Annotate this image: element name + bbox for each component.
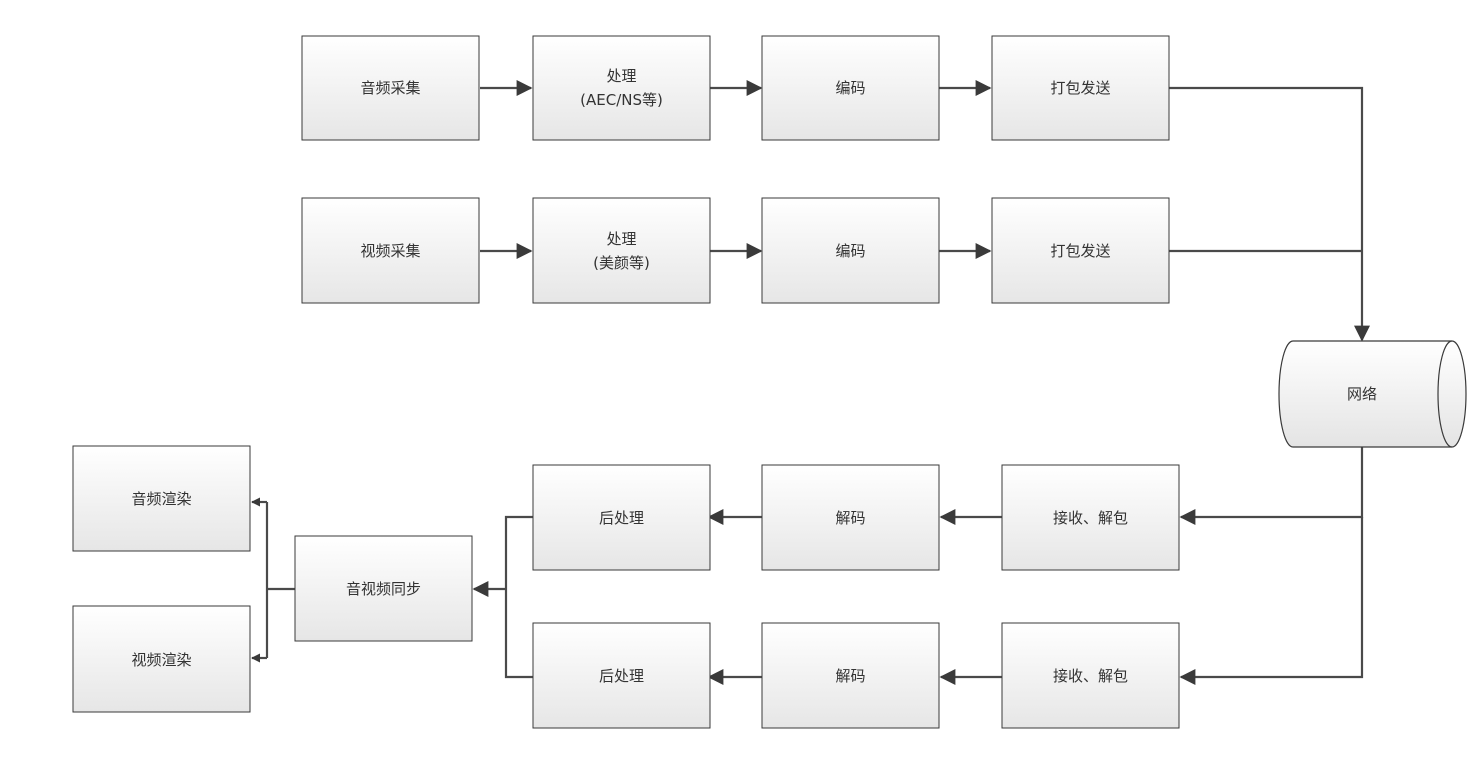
node-audio-send: 打包发送 xyxy=(991,35,1170,141)
node-network: 网络 xyxy=(1278,340,1467,448)
node-label-line2: (AEC/NS等) xyxy=(580,91,663,109)
node-video-encode: 编码 xyxy=(761,197,940,304)
node-label: 解码 xyxy=(835,509,865,527)
node-label: 后处理 xyxy=(599,509,644,527)
node-label: 编码 xyxy=(835,79,865,97)
node-label-line1: 处理 xyxy=(606,230,636,248)
node-label: 编码 xyxy=(835,242,865,260)
node-audio-capture: 音频采集 xyxy=(301,35,480,141)
node-audio-render: 音频渲染 xyxy=(72,445,251,552)
connector-audio-send-to-network xyxy=(1169,86,1370,342)
node-label: 后处理 xyxy=(599,667,644,685)
node-label: 音频采集 xyxy=(360,79,420,97)
node-recv1: 接收、解包 xyxy=(1001,464,1180,571)
node-video-process: 处理 (美颜等) xyxy=(532,197,711,304)
node-postproc1: 后处理 xyxy=(532,464,711,571)
node-audio-encode: 编码 xyxy=(761,35,940,141)
node-label-line1: 处理 xyxy=(606,67,636,85)
connector-network-to-recv1 xyxy=(1179,447,1364,525)
node-postproc2: 后处理 xyxy=(532,622,711,729)
node-label: 视频采集 xyxy=(360,242,420,260)
node-label: 音视频同步 xyxy=(346,580,421,598)
node-label: 打包发送 xyxy=(1050,242,1110,260)
node-audio-process: 处理 (AEC/NS等) xyxy=(532,35,711,141)
node-label: 接收、解包 xyxy=(1053,667,1128,685)
node-label: 网络 xyxy=(1347,385,1377,403)
node-label: 视频渲染 xyxy=(131,651,191,669)
node-label: 接收、解包 xyxy=(1053,509,1128,527)
node-av-sync: 音视频同步 xyxy=(294,535,473,642)
node-video-send: 打包发送 xyxy=(991,197,1170,304)
node-label: 解码 xyxy=(835,667,865,685)
node-label: 音频渲染 xyxy=(131,490,191,508)
node-video-capture: 视频采集 xyxy=(301,197,480,304)
connector-network-to-recv2 xyxy=(1179,517,1364,685)
node-label-line2: (美颜等) xyxy=(593,254,650,272)
node-recv2: 接收、解包 xyxy=(1001,622,1180,729)
node-label: 打包发送 xyxy=(1050,79,1110,97)
node-decode1: 解码 xyxy=(761,464,940,571)
node-video-render: 视频渲染 xyxy=(72,605,251,713)
node-decode2: 解码 xyxy=(761,622,940,729)
connector-postproc-to-av-sync xyxy=(504,515,533,679)
